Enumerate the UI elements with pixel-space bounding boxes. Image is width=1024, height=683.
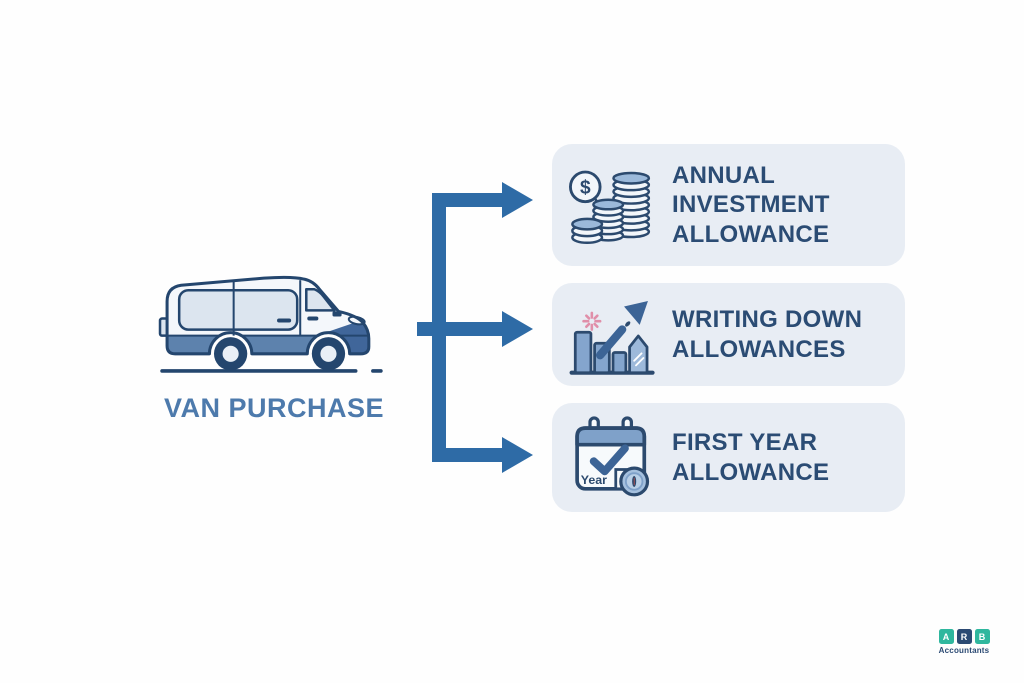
- branch-card-annual-investment-allowance: $ ANNUAL INVESTMENT ALLOWANCE: [552, 144, 905, 266]
- branch-arrows: [417, 182, 533, 473]
- brand-logo: A R B Accountants: [934, 629, 994, 655]
- arrow-arm-middle: [417, 322, 502, 336]
- logo-letter-a: A: [938, 629, 954, 644]
- source-label: VAN PURCHASE: [163, 393, 385, 423]
- branch-title: ANNUAL INVESTMENT ALLOWANCE: [672, 162, 830, 248]
- arrowhead-bottom: [502, 437, 533, 473]
- branch-card-writing-down-allowances: WRITING DOWN ALLOWANCES: [552, 283, 905, 386]
- dollar-symbol: $: [580, 178, 591, 199]
- delivery-van-icon: [158, 275, 383, 373]
- branch-card-first-year-allowance: Year FIRST YEAR ALLOWANCE: [552, 403, 905, 512]
- branch-title: FIRST YEAR ALLOWANCE: [672, 429, 830, 486]
- arrowhead-middle: [502, 311, 533, 347]
- van-illustration: [158, 260, 390, 378]
- arrowhead-top: [502, 182, 533, 218]
- sparkle-icon: [582, 311, 602, 331]
- logo-name: Accountants: [938, 646, 990, 655]
- logo-letter-r: R: [956, 629, 972, 644]
- calendar-check-clock-icon: Year: [564, 412, 662, 504]
- logo-letter-b: B: [974, 629, 990, 644]
- rising-bar-chart-arrow-icon: [564, 291, 662, 379]
- coin-stacks-dollar-icon: $: [564, 161, 662, 249]
- calendar-year-label: Year: [581, 473, 607, 487]
- arrow-arm-bottom: [432, 448, 502, 462]
- branch-title: WRITING DOWN ALLOWANCES: [672, 306, 863, 363]
- arrow-arm-top: [432, 193, 502, 207]
